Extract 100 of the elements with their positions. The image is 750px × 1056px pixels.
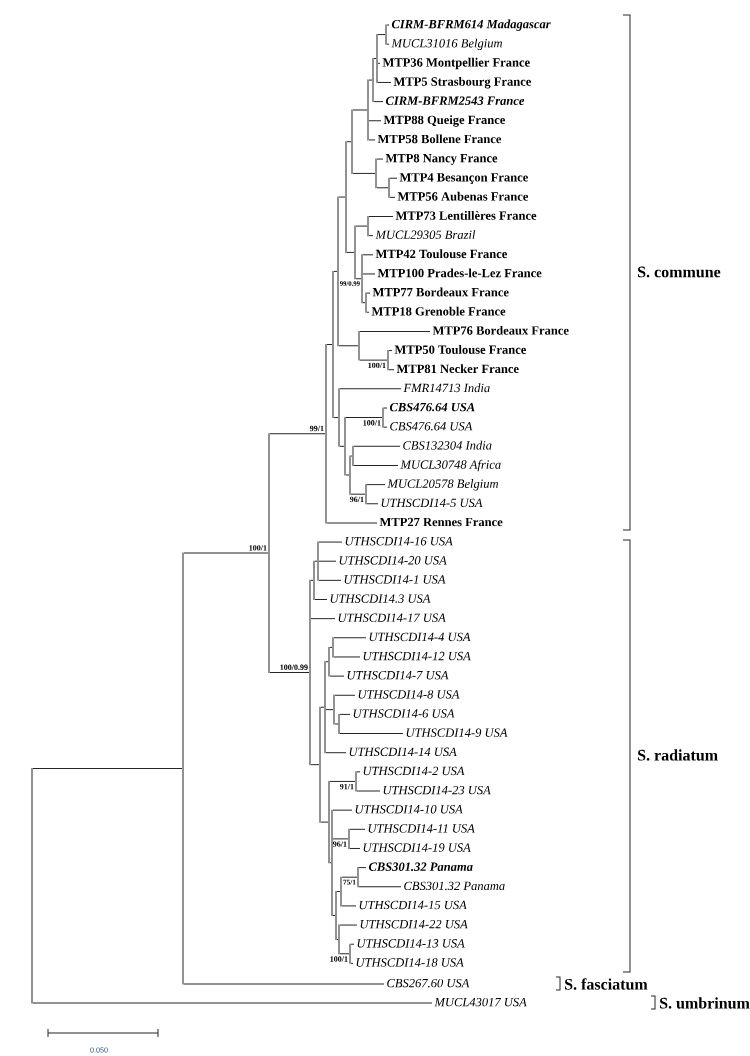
horizontal-branch bbox=[334, 723, 339, 725]
taxon-label: UTHSCDI14-18 USA bbox=[356, 958, 464, 967]
horizontal-branch bbox=[269, 433, 326, 435]
horizontal-branch bbox=[362, 302, 366, 304]
horizontal-branch bbox=[352, 109, 368, 111]
horizontal-branch bbox=[388, 369, 395, 371]
horizontal-branch bbox=[314, 599, 328, 600]
horizontal-branch bbox=[329, 646, 333, 648]
horizontal-branch bbox=[368, 216, 394, 217]
horizontal-branch bbox=[333, 656, 361, 658]
support-value: 100/0.99 bbox=[280, 664, 308, 670]
horizontal-branch bbox=[336, 938, 339, 940]
taxon-label: CIRM-BFRM2543 France bbox=[385, 96, 525, 105]
clade-label: S. radiatum bbox=[638, 749, 718, 761]
taxon-label: UTHSCDI14-10 USA bbox=[355, 805, 463, 814]
taxon-label: MTP36 Montpellier France bbox=[382, 57, 530, 70]
taxon-label: UTHSCDI14-19 USA bbox=[363, 843, 471, 852]
horizontal-branch bbox=[334, 694, 356, 696]
taxon-label: MUCL20578 Belgium bbox=[387, 479, 498, 491]
horizontal-branch bbox=[325, 752, 347, 754]
taxon-label: MTP76 Bordeaux France bbox=[432, 325, 569, 335]
taxon-label: UTHSCDI14-22 USA bbox=[360, 919, 468, 929]
taxon-label: UTHSCDI14-17 USA bbox=[338, 613, 446, 622]
horizontal-branch bbox=[350, 455, 353, 457]
horizontal-branch bbox=[338, 345, 359, 347]
taxon-label: UTHSCDI14.3 USA bbox=[330, 594, 431, 603]
taxon-label: UTHSCDI14-20 USA bbox=[339, 556, 447, 565]
taxon-label: MUCL43017 USA bbox=[434, 997, 527, 1007]
horizontal-branch bbox=[346, 141, 352, 143]
horizontal-branch bbox=[352, 172, 376, 174]
horizontal-branch bbox=[32, 1002, 433, 1004]
taxon-label: MTP73 Lentillères France bbox=[395, 211, 537, 220]
horizontal-branch bbox=[383, 426, 388, 428]
horizontal-branch bbox=[359, 330, 431, 332]
horizontal-branch bbox=[339, 733, 404, 735]
horizontal-branch bbox=[349, 847, 361, 849]
horizontal-branch bbox=[388, 350, 393, 352]
taxon-label: CBS267.60 USA bbox=[387, 978, 470, 988]
taxon-label: UTHSCDI14-14 USA bbox=[349, 747, 457, 757]
horizontal-branch bbox=[358, 867, 367, 869]
horizontal-branch bbox=[345, 417, 383, 419]
horizontal-branch bbox=[325, 661, 329, 663]
taxon-label: UTHSCDI14-8 USA bbox=[358, 690, 460, 699]
horizontal-branch bbox=[320, 821, 329, 823]
horizontal-branch bbox=[362, 254, 374, 256]
taxon-label: UTHSCDI14-6 USA bbox=[353, 709, 455, 718]
horizontal-branch bbox=[333, 637, 367, 639]
taxon-label: MTP18 Grenoble France bbox=[371, 306, 506, 316]
horizontal-branch bbox=[377, 81, 392, 83]
taxon-label: CIRM-BFRM614 Madagascar bbox=[391, 19, 551, 31]
horizontal-branch bbox=[332, 809, 353, 811]
horizontal-branch bbox=[320, 706, 325, 708]
horizontal-branch bbox=[346, 251, 355, 253]
taxon-label: MTP77 Bordeaux France bbox=[372, 287, 509, 297]
horizontal-branch bbox=[368, 79, 373, 81]
taxon-label: MTP88 Queige France bbox=[383, 115, 505, 127]
taxon-label: UTHSCDI14-7 USA bbox=[347, 671, 449, 680]
horizontal-branch bbox=[358, 886, 402, 888]
taxon-label: UTHSCDI14-1 USA bbox=[344, 575, 446, 584]
support-value: 91/1 bbox=[339, 783, 354, 790]
horizontal-branch bbox=[366, 484, 386, 486]
taxon-label: MTP27 Rennes France bbox=[379, 517, 503, 527]
horizontal-branch bbox=[341, 905, 357, 907]
taxon-label: UTHSCDI14-5 USA bbox=[381, 498, 483, 508]
horizontal-branch bbox=[373, 58, 377, 59]
horizontal-branch bbox=[389, 196, 396, 198]
horizontal-branch bbox=[333, 417, 339, 419]
horizontal-branch bbox=[333, 270, 338, 272]
support-value: 99/1 bbox=[309, 425, 324, 432]
taxon-label: MTP5 Strasbourg France bbox=[393, 76, 531, 89]
support-value: 100/1 bbox=[363, 420, 381, 426]
taxon-label: CBS301.32 Panama bbox=[404, 881, 505, 891]
taxon-label: MUCL30748 Africa bbox=[400, 459, 501, 472]
taxon-label: MTP8 Nancy France bbox=[385, 153, 498, 165]
horizontal-branch bbox=[339, 924, 358, 926]
horizontal-branch bbox=[326, 344, 333, 345]
horizontal-branch bbox=[350, 943, 355, 945]
horizontal-branch bbox=[355, 225, 368, 227]
horizontal-branch bbox=[325, 709, 334, 711]
taxon-label: UTHSCDI14-23 USA bbox=[383, 785, 491, 795]
horizontal-branch bbox=[383, 407, 388, 409]
taxon-label: MTP4 Besançon France bbox=[399, 173, 528, 184]
horizontal-branch bbox=[310, 579, 314, 581]
taxon-label: MTP58 Bollene France bbox=[377, 134, 502, 144]
taxon-label: UTHSCDI14-16 USA bbox=[345, 536, 453, 546]
taxon-label: MTP81 Necker France bbox=[396, 364, 519, 374]
horizontal-branch bbox=[183, 983, 385, 985]
horizontal-branch bbox=[356, 771, 361, 773]
taxon-label: CBS476.64 USA bbox=[389, 402, 475, 412]
horizontal-branch bbox=[389, 177, 398, 179]
horizontal-branch bbox=[329, 675, 345, 677]
horizontal-branch bbox=[339, 445, 345, 447]
horizontal-branch bbox=[314, 560, 318, 562]
horizontal-branch bbox=[345, 474, 350, 476]
taxon-label: FMR14713 India bbox=[403, 383, 490, 393]
horizontal-branch bbox=[366, 503, 379, 505]
horizontal-branch bbox=[310, 764, 320, 766]
horizontal-branch bbox=[329, 780, 356, 782]
taxon-label: UTHSCDI14-15 USA bbox=[359, 900, 467, 910]
taxon-label: MUCL29305 Brazil bbox=[375, 230, 476, 239]
